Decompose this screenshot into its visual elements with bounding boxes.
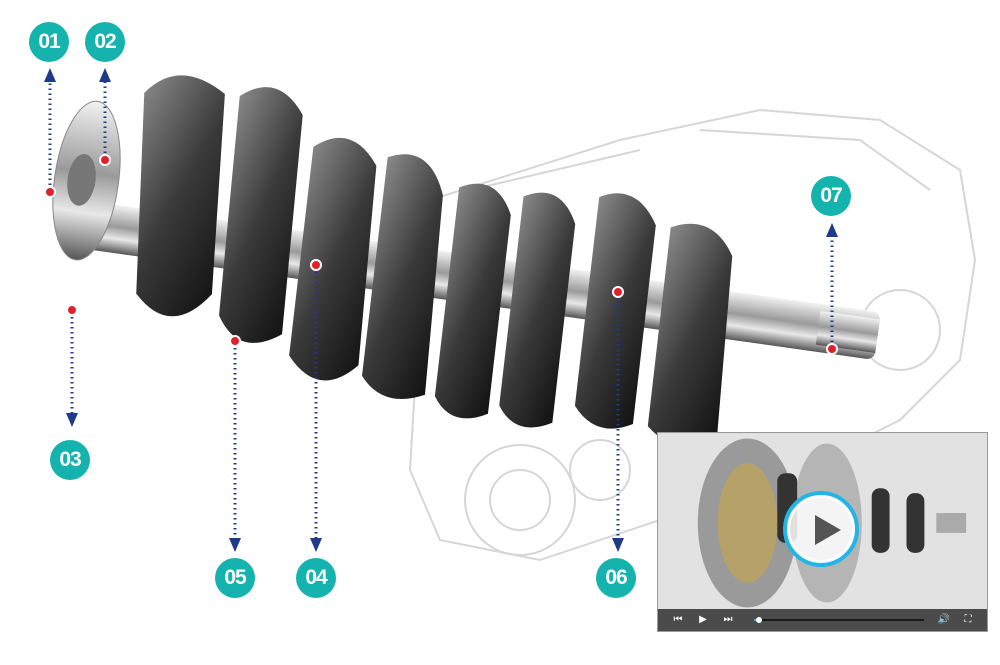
volume-icon[interactable]: 🔊 xyxy=(937,614,951,625)
callout-07[interactable]: 07 xyxy=(811,176,851,216)
play-icon[interactable]: ▶ xyxy=(699,614,707,625)
play-overlay-button[interactable] xyxy=(783,491,859,567)
leader-arrowheads xyxy=(44,68,838,552)
callout-03[interactable]: 03 xyxy=(50,440,90,480)
hotspot-dots xyxy=(44,154,838,355)
callout-05[interactable]: 05 xyxy=(215,558,255,598)
callout-04[interactable]: 04 xyxy=(296,558,336,598)
video-controls: ⏮ ▶ ⏭ 🔊 ⛶ xyxy=(658,609,987,631)
seek-slider[interactable] xyxy=(754,617,924,623)
engine-outline xyxy=(408,108,977,562)
fullscreen-icon[interactable]: ⛶ xyxy=(964,614,972,625)
video-thumbnail xyxy=(658,433,987,611)
skip-forward-icon[interactable]: ⏭ xyxy=(723,614,733,625)
callout-06[interactable]: 06 xyxy=(596,558,636,598)
leader-lines xyxy=(48,80,834,540)
callout-02[interactable]: 02 xyxy=(85,22,125,62)
video-player[interactable]: ⏮ ▶ ⏭ 🔊 ⛶ xyxy=(657,432,988,632)
crankshaft xyxy=(52,75,880,447)
callout-01[interactable]: 01 xyxy=(29,22,69,62)
skip-back-icon[interactable]: ⏮ xyxy=(673,614,683,625)
